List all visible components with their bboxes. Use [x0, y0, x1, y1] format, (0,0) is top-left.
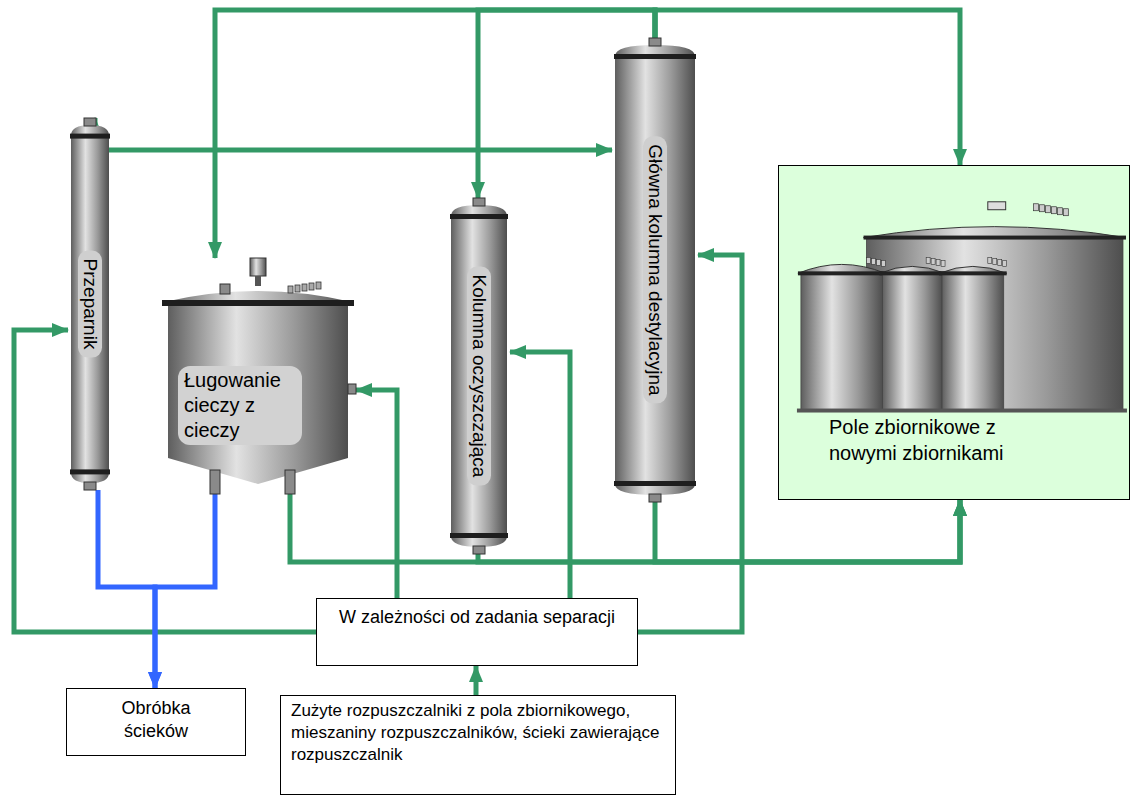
tank-rim [798, 271, 885, 275]
node-label: Zużyte rozpuszczalniki z pola zbiornikow… [281, 696, 675, 770]
hatch [988, 202, 1006, 210]
tank-rim [879, 271, 945, 275]
process-box: Obróbka ścieków [66, 688, 246, 756]
nozzle [348, 384, 356, 394]
column-vessel: Przeparnik [68, 118, 112, 490]
node-label: Kolumna oczyszczająca [467, 267, 491, 486]
motor [250, 258, 266, 276]
wastewater-line [98, 490, 155, 688]
tank-body [168, 306, 348, 458]
solvent-line [215, 10, 655, 258]
bolt-row [288, 282, 321, 293]
solvent-line [478, 500, 960, 562]
node-label: Pole zbiornikowe z nowymi zbiornikami [829, 414, 1049, 466]
solvent-line [356, 390, 397, 598]
nozzle [285, 470, 295, 494]
tank-cone [168, 458, 348, 484]
nozzle [649, 494, 661, 502]
solvent-line [290, 494, 960, 562]
vessel-band [450, 214, 508, 219]
storage-tank [867, 238, 1123, 410]
solvent-line [95, 118, 612, 150]
nozzle [473, 198, 485, 206]
node-label: W zależności od zadania separacji [317, 599, 637, 636]
vessel-band [614, 481, 696, 486]
solvent-line [655, 10, 960, 165]
nozzle [84, 482, 96, 490]
storage-tank [942, 273, 1004, 409]
solvent-line [655, 500, 960, 562]
nozzle [210, 470, 220, 494]
extraction-tank: Ługowanie cieczy z cieczy [160, 258, 356, 494]
column-vessel: Kolumna oczyszczająca [448, 198, 510, 554]
solvent-line [474, 666, 479, 695]
tank-farm-panel: Pole zbiornikowe z nowymi zbiornikami [778, 165, 1130, 500]
bolt-row [867, 257, 1007, 266]
nozzle [84, 118, 96, 126]
tank-rim [939, 271, 1007, 275]
vessel-body [451, 216, 507, 536]
wastewater-line [155, 494, 215, 688]
process-box: Zużyte rozpuszczalniki z pola zbiornikow… [280, 695, 676, 795]
column-vessel: Główna kolumna destylacyjna [612, 38, 698, 502]
nozzle [220, 284, 230, 294]
node-label: Obróbka ścieków [67, 689, 245, 751]
process-box: W zależności od zadania separacji [316, 598, 638, 666]
vessel-body [615, 56, 695, 484]
nozzle [649, 38, 661, 46]
tank-rim [864, 236, 1126, 240]
tank-base [797, 409, 1127, 413]
storage-tank [882, 273, 942, 409]
nozzle [473, 546, 485, 554]
node-label: Główna kolumna destylacyjna [643, 136, 667, 403]
motor-shaft [255, 276, 261, 286]
node-label: Ługowanie cieczy z cieczy [178, 366, 302, 445]
bolt-row [1034, 204, 1069, 216]
tank-rim [162, 300, 354, 306]
vessel-band [70, 469, 110, 474]
vessel-band [450, 533, 508, 538]
vessel-body [71, 136, 109, 473]
node-label: Przeparnik [78, 251, 102, 358]
vessel-band [614, 54, 696, 59]
vessel-band [70, 134, 110, 139]
storage-tank [801, 273, 883, 409]
